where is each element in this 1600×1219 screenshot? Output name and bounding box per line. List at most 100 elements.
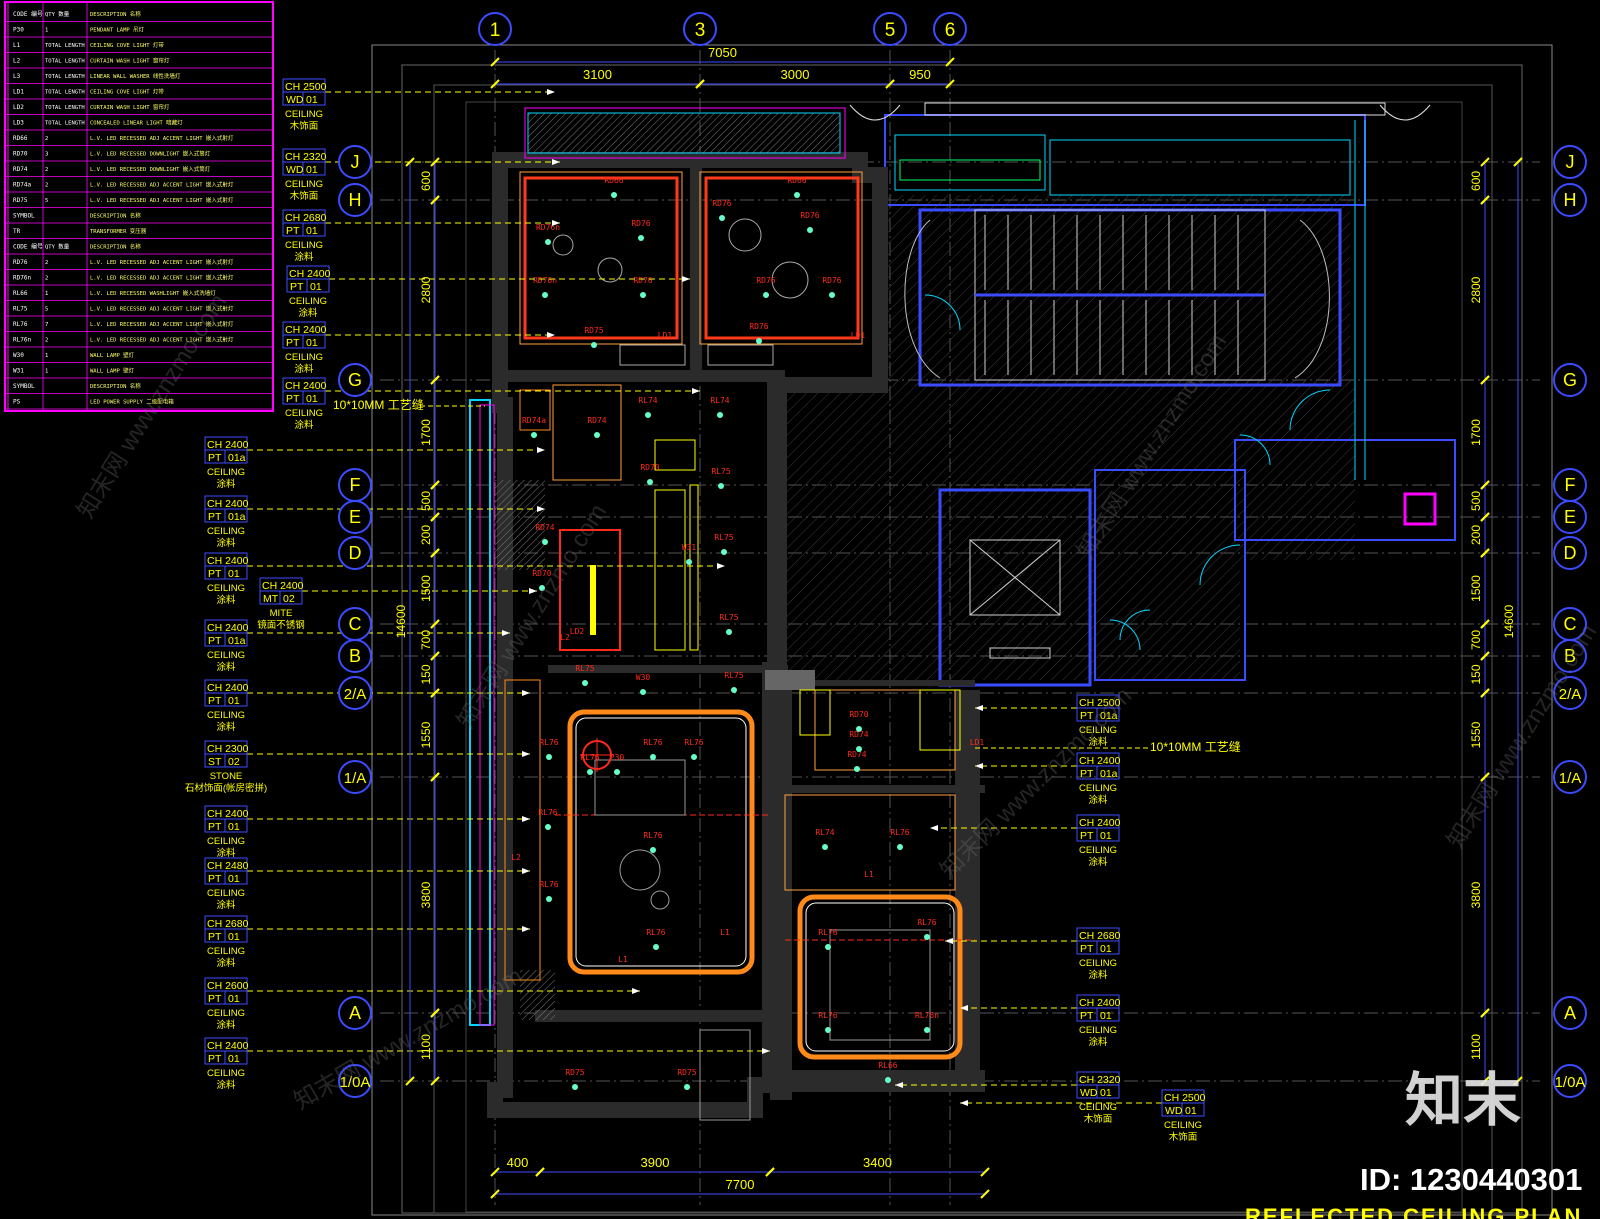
legend-code: P30 [13,27,24,34]
watermark: 知末 ID: 1230440301 [1360,1068,1582,1197]
tag-code: 01 [1100,943,1112,955]
tag-code: 01 [228,873,240,885]
fixture-rd76n: RD76n [533,276,557,298]
grid-bubble-label: 1/0A [1555,1074,1586,1091]
tag-label: CEILING [207,1068,245,1079]
legend-description: DESCRIPTION 名称 [90,212,141,220]
tag-ceiling-height: CH 2400 [1079,755,1121,767]
fixture-label: L2 [560,633,570,642]
fixture-label: RL75 [714,533,733,542]
grid-bubble-right-A: A [1553,996,1587,1030]
tag-ceiling-height: CH 2400 [207,622,249,634]
fixture-rl74: RL74 [710,396,730,418]
tag-code: 01a [228,452,246,464]
legend-description: L.V. LED RECESSED ADJ ACCENT LIGHT 嵌入式射灯 [90,320,234,328]
dim-left-9: 3800 [419,881,433,908]
dim-left-total: 14600 [394,604,408,638]
fixture-rl75: RL75 [719,613,739,635]
legend-code: L3 [13,73,21,80]
dim-right-6: 700 [1469,630,1483,650]
tag-material: PT [208,931,222,943]
grid-bubble-label: A [1564,1003,1576,1023]
legend-description: LED POWER SUPPLY 二级配电箱 [90,398,174,406]
legend-description: DESCRIPTION 名称 [90,10,141,18]
legend-qty: TOTAL LENGTH [45,43,85,49]
fixture-rd66: RD66 [787,176,807,198]
grid-bubble-right-D: D [1553,536,1587,570]
fixture-label: RD66 [787,176,806,185]
tag-ceiling-height: CH 2680 [207,918,249,930]
legend-description: CEILING COVE LIGHT 灯带 [90,88,164,96]
tag-finish: 木饰面 [290,120,319,132]
tag-ceiling-height: CH 2680 [1079,930,1121,942]
fixture-rl74: RL74 [815,828,835,850]
fixture-label: RD76 [800,211,819,220]
tag-label: CEILING [289,296,327,307]
corridor-top [849,102,1431,480]
dim-left-8: 1550 [419,721,433,748]
legend-description: CURTAIN WASH LIGHT 窗帘灯 [90,103,170,111]
tag-code: 01 [228,1053,240,1065]
fixture-label: RD76 [712,199,731,208]
grid-bubble-left-B: B [338,639,372,673]
tag-code: 01 [306,393,318,405]
legend-qty: 1 [45,28,48,34]
fixture-rd76: RD76 [631,219,651,241]
legend-description: TRANSFORMER 变压器 [90,227,147,235]
fixture-rd74: RD74 [587,416,607,438]
tag-code: 01a [228,511,246,523]
tag-label: CEILING [285,352,323,363]
legend-code: L2 [13,58,21,65]
tag-finish: 涂料 [216,1079,236,1091]
fixture-label: L1 [618,955,628,964]
tag-material: ST [208,756,222,768]
tag-label: CEILING [207,650,245,661]
grid-bubble-right-J: J [1553,145,1587,179]
fixture-label: RD76 [822,276,841,285]
grid-bubble-label: F [1565,475,1576,495]
dim-right-7: 150 [1469,664,1483,684]
tag-ceiling-height: CH 2600 [207,980,249,992]
tag-material: PT [208,1053,222,1065]
fixture-label: RL76 [643,831,662,840]
legend-qty: TOTAL LENGTH [45,90,85,96]
tag-material: PT [208,993,222,1005]
fixture-rd74a: RD74a [522,416,546,438]
fixture-rl66: RL66 [878,1061,898,1083]
dim-top-total: 7050 [708,45,737,60]
tag-code: 01 [306,164,318,176]
fixture-rl76: RL76 [917,918,937,940]
tag-ceiling-height: CH 2400 [262,580,304,592]
fixture-label: RD70 [532,569,551,578]
fixture-label: RL76 [917,918,936,927]
stair-core [780,195,1456,687]
tag-label: CEILING [207,888,245,899]
grid-bubble-label: 1/0A [340,1074,371,1091]
tag-code: 01 [306,225,318,237]
tag-material: PT [208,635,222,647]
fixture-l1: L1 [720,928,730,937]
fixture-rd76: RD76 [756,276,776,298]
fixture-rd75: RD75 [584,326,604,348]
fixture-ld1: LD1 [851,331,866,340]
fixture-label: RL66 [878,1061,897,1070]
tag-ceiling-height: CH 2400 [1079,817,1121,829]
legend-qty: 3 [45,152,48,158]
room-outlines [519,171,975,1121]
legend-qty: 5 [45,198,48,204]
tag-code: 01 [228,821,240,833]
grid-bubble-label: A [349,1003,361,1023]
